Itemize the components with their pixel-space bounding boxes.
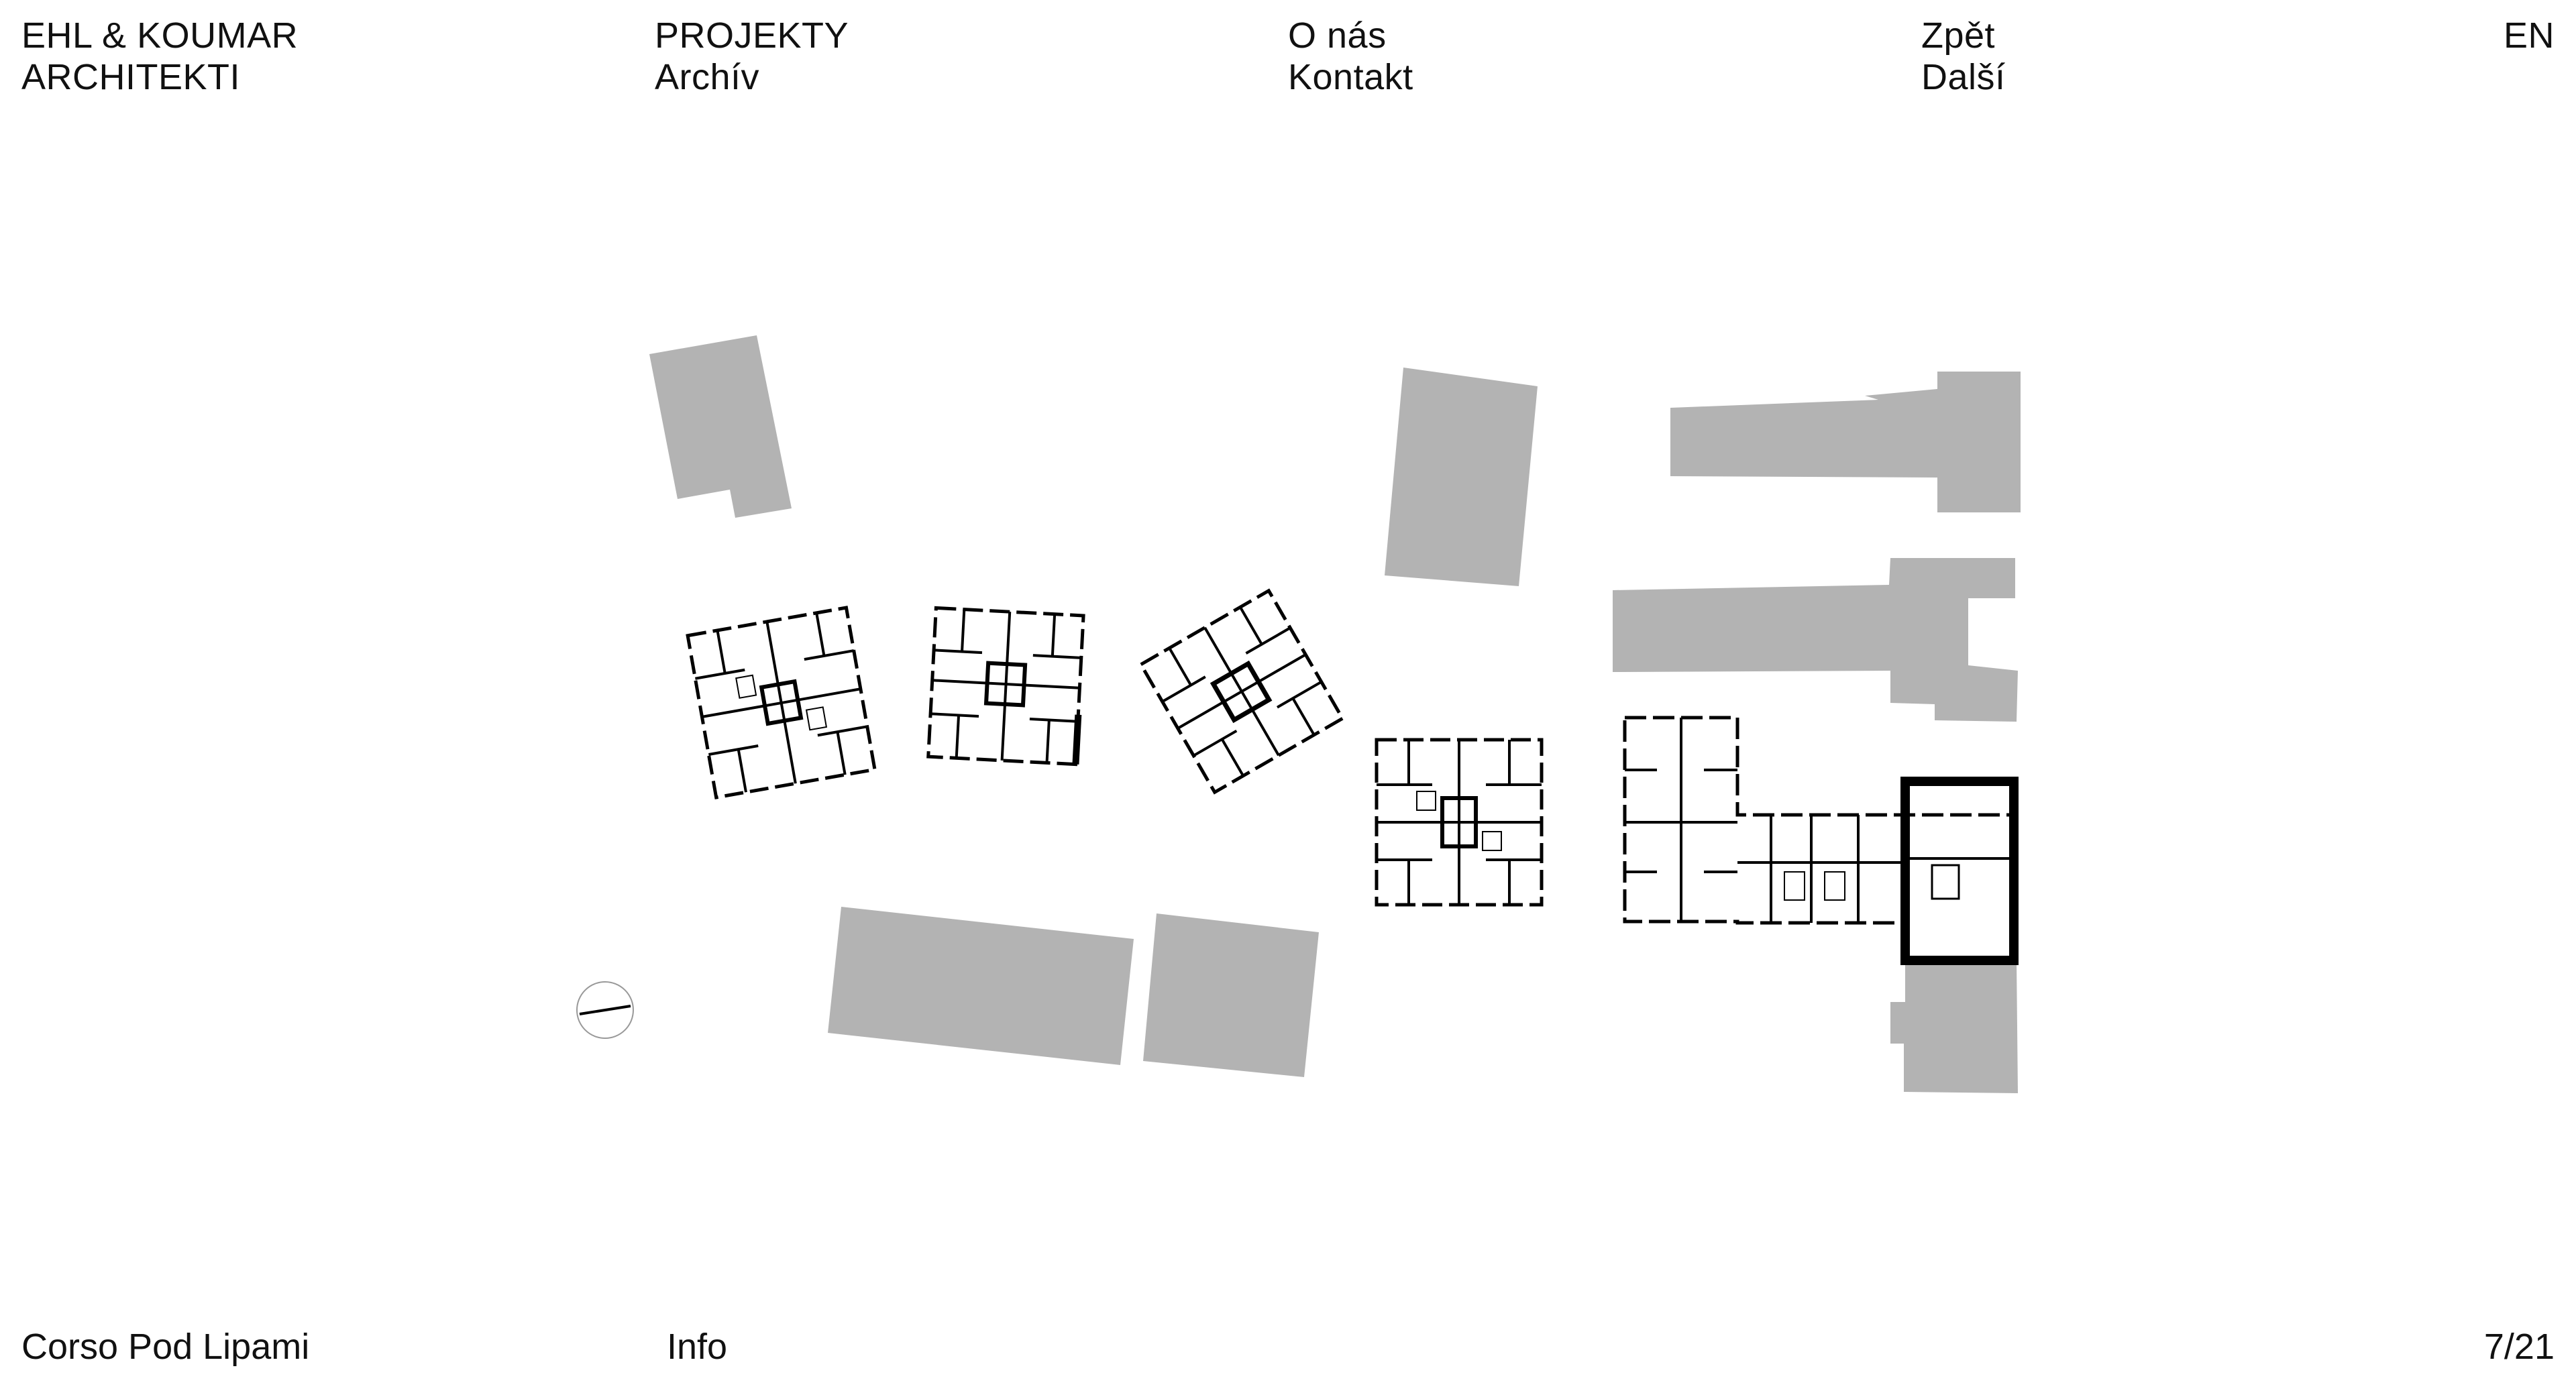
existing-buildings	[649, 335, 2021, 1093]
floor-plan-building-3	[1138, 588, 1345, 795]
existing-building	[1385, 368, 1538, 586]
existing-building	[1670, 372, 2021, 512]
nav-link-back[interactable]: Zpět	[1921, 15, 1996, 56]
brand-line-1[interactable]: EHL & KOUMAR	[21, 15, 299, 56]
nav-language-group: EN	[2504, 15, 2555, 56]
floor-plan-building-5	[1623, 716, 2019, 965]
language-switch[interactable]: EN	[2503, 15, 2555, 56]
project-title: Corso Pod Lipami	[21, 1327, 310, 1367]
floor-plan-building-1	[686, 606, 877, 799]
nav-about-group: O nás Kontakt	[1288, 15, 1413, 98]
nav-link-archive[interactable]: Archív	[655, 57, 760, 97]
slide-counter: 7/21	[2483, 1327, 2555, 1367]
new-buildings	[686, 588, 2019, 965]
existing-building	[1890, 960, 2018, 1093]
existing-building	[828, 907, 1134, 1065]
nav-pager-group: Zpět Další	[1921, 15, 2006, 98]
existing-building	[1143, 913, 1319, 1077]
nav-projects-group: PROJEKTY Archív	[655, 15, 849, 98]
floor-plan-building-4	[1375, 738, 1544, 907]
info-link[interactable]: Info	[667, 1327, 728, 1367]
nav-link-next[interactable]: Další	[1921, 57, 2006, 97]
brand-logo[interactable]: EHL & KOUMAR ARCHITEKTI	[21, 15, 298, 98]
nav-link-about[interactable]: O nás	[1288, 15, 1387, 56]
existing-building	[1613, 558, 2018, 722]
brand-line-2[interactable]: ARCHITEKTI	[21, 57, 241, 97]
north-arrow-icon	[576, 981, 634, 1039]
floor-plan-building-2	[926, 606, 1085, 767]
existing-building	[649, 335, 792, 518]
nav-link-contact[interactable]: Kontakt	[1288, 57, 1413, 97]
nav-link-projects[interactable]: PROJEKTY	[655, 15, 849, 56]
